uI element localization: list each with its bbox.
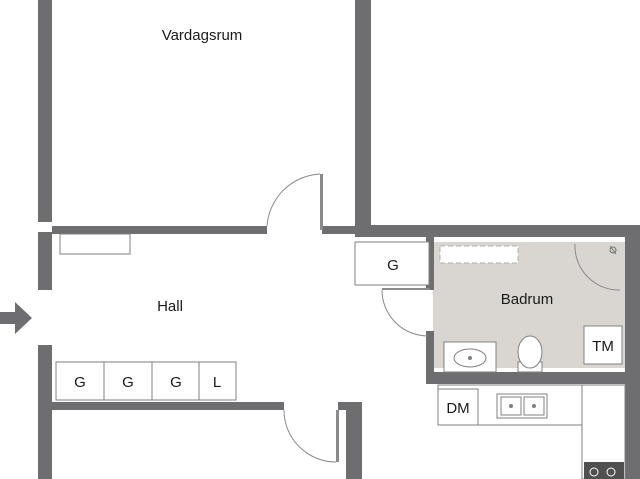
- dishwasher-label: DM: [446, 400, 469, 417]
- hall-shelf: [59, 233, 131, 255]
- wall: [426, 331, 434, 383]
- kitchen: DM: [437, 384, 626, 479]
- door-swing: [266, 173, 321, 227]
- wall: [52, 226, 267, 234]
- kitchen-sink-icon: [496, 393, 548, 419]
- door-leaf: [382, 288, 430, 290]
- wall: [38, 232, 52, 290]
- storage-row: G G G L: [55, 361, 237, 401]
- shower-icon: [574, 243, 621, 291]
- wall: [346, 402, 362, 479]
- room-label-hall: Hall: [157, 298, 183, 315]
- wall: [52, 402, 284, 410]
- door-swing: [381, 289, 429, 337]
- wall: [38, 345, 52, 479]
- dryer-label: TM: [592, 338, 614, 355]
- wardrobe-label: G: [122, 374, 134, 391]
- bath-shelf: [439, 245, 519, 264]
- door-leaf: [336, 410, 339, 462]
- wardrobe-label: G: [170, 374, 182, 391]
- wall: [426, 372, 635, 384]
- dryer-cabinet: [583, 325, 623, 365]
- sink-icon: [443, 341, 497, 373]
- wardrobe-label: G: [74, 374, 86, 391]
- dishwasher-cabinet: [437, 388, 479, 426]
- room-label-bathroom: Badrum: [501, 291, 554, 308]
- door-leaf: [320, 174, 323, 230]
- wall: [625, 225, 640, 479]
- wardrobe-cabinet: [354, 241, 430, 286]
- entrance-arrow-icon: [0, 302, 32, 334]
- toilet-icon: [517, 335, 543, 373]
- wardrobe-cabinet: [103, 361, 153, 401]
- wall: [355, 0, 371, 232]
- doors: [266, 173, 430, 463]
- stove-icon: [584, 462, 624, 479]
- wall: [355, 225, 635, 237]
- wall: [322, 226, 369, 234]
- walls: [38, 0, 640, 479]
- linen-cabinet: [198, 361, 237, 401]
- wall: [426, 237, 434, 290]
- door-swing: [283, 409, 337, 463]
- bathroom-fixtures: TM: [439, 243, 623, 373]
- wall: [38, 0, 52, 222]
- linen-label: L: [213, 374, 221, 391]
- room-label-living-room: Vardagsrum: [162, 27, 243, 44]
- wardrobe-label: G: [387, 257, 399, 274]
